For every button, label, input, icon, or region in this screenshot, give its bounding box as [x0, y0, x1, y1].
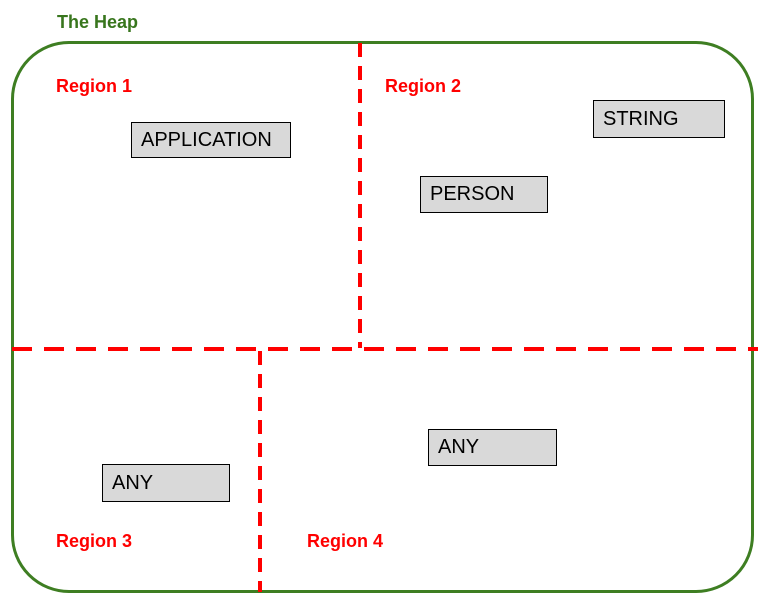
region-3-label: Region 3 [56, 531, 133, 551]
region-2-label: Region 2 [385, 76, 462, 96]
node-any-region-3: ANY [102, 464, 230, 502]
region-divider-vertical-top [358, 43, 362, 348]
node-person: PERSON [420, 176, 548, 213]
region-1-label: Region 1 [56, 76, 133, 96]
heap-boundary-outline [11, 41, 754, 593]
node-any-region-4: ANY [428, 429, 557, 466]
region-divider-vertical-bottom [258, 351, 262, 592]
node-string: STRING [593, 100, 725, 138]
region-divider-horizontal [12, 347, 758, 351]
node-application: APPLICATION [131, 122, 291, 158]
heap-title: The Heap [57, 12, 139, 32]
region-4-label: Region 4 [307, 531, 384, 551]
